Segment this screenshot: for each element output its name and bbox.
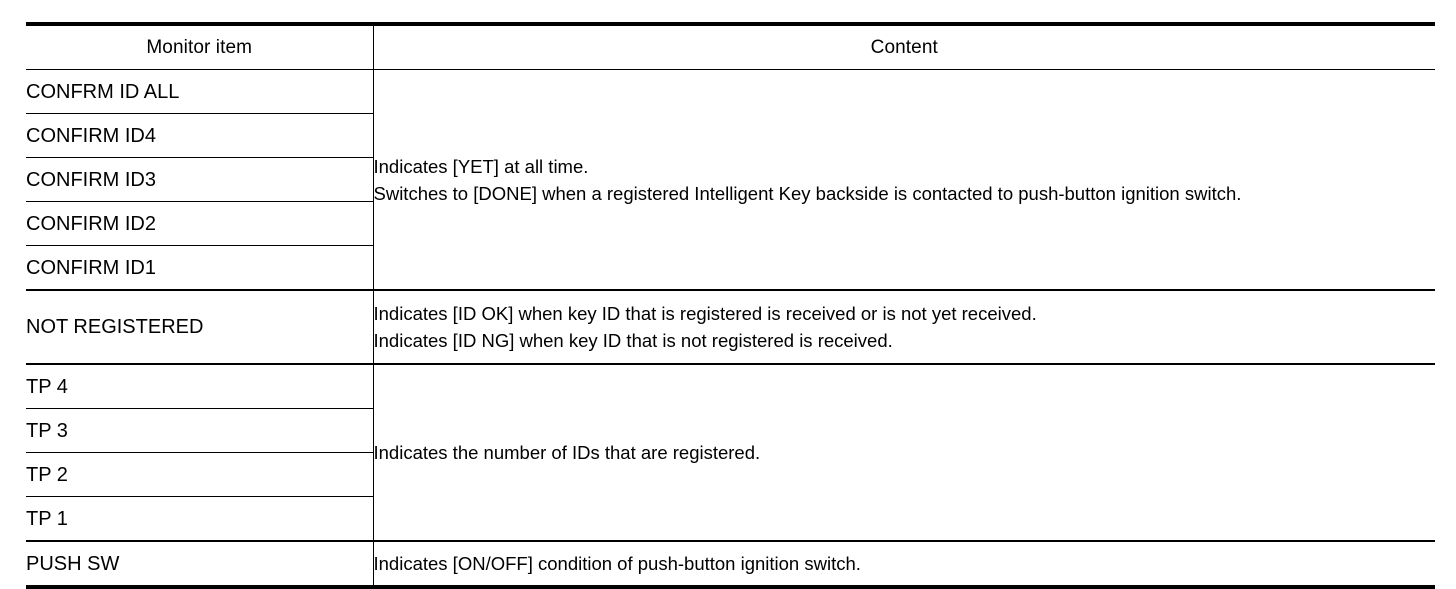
content-not-registered: Indicates [ID OK] when key ID that is re… (372, 290, 1435, 365)
monitor-item-tp-2: TP 2 (26, 452, 373, 497)
monitor-item-tp-3: TP 3 (26, 408, 373, 453)
table-header: Monitor item Content (26, 22, 1435, 70)
table-row: CONFIRM ID3 (26, 157, 1435, 202)
monitor-item-spec-table: Monitor item Content CONFRM ID ALL Indic… (26, 22, 1435, 589)
column-header-content: Content (372, 22, 1435, 70)
table-row: TP 3 (26, 408, 1435, 453)
monitor-item-confirm-id1: CONFIRM ID1 (26, 245, 373, 291)
table-row: CONFIRM ID4 (26, 113, 1435, 158)
content-line: Indicates [YET] at all time. (373, 155, 589, 177)
monitor-item-push-sw: PUSH SW (26, 541, 373, 589)
table-body: CONFRM ID ALL Indicates [YET] at all tim… (26, 69, 1435, 589)
monitor-item-confrm-id-all: CONFRM ID ALL (26, 69, 373, 114)
table-row: NOT REGISTERED Indicates [ID OK] when ke… (26, 290, 1435, 365)
table-row: TP 1 (26, 496, 1435, 542)
content-line: Switches to [DONE] when a registered Int… (373, 182, 1242, 204)
table-header-row: Monitor item Content (26, 22, 1435, 70)
content-push-sw: Indicates [ON/OFF] condition of push-but… (372, 541, 1435, 589)
content-line: Indicates [ID NG] when key ID that is no… (373, 330, 893, 351)
column-header-monitor-item: Monitor item (26, 22, 373, 70)
table-row: CONFRM ID ALL Indicates [YET] at all tim… (26, 69, 1435, 291)
monitor-item-tp-1: TP 1 (26, 496, 373, 542)
table-row: TP 4 Indicates the number of IDs that ar… (26, 364, 1435, 542)
content-line: Indicates the number of IDs that are reg… (373, 442, 761, 463)
table-row: PUSH SW Indicates [ON/OFF] condition of … (26, 541, 1435, 589)
table-row: CONFIRM ID2 (26, 201, 1435, 246)
table-row: CONFIRM ID1 (26, 245, 1435, 291)
table-row: TP 2 (26, 452, 1435, 497)
monitor-item-confirm-id4: CONFIRM ID4 (26, 113, 373, 158)
content-line: Indicates [ON/OFF] condition of push-but… (373, 553, 861, 574)
monitor-item-confirm-id2: CONFIRM ID2 (26, 201, 373, 246)
monitor-item-not-registered: NOT REGISTERED (26, 290, 373, 365)
content-line: Indicates [ID OK] when key ID that is re… (373, 303, 1037, 324)
content-confirm-id: Indicates [YET] at all time. Switches to… (372, 69, 1435, 291)
monitor-item-confirm-id3: CONFIRM ID3 (26, 157, 373, 202)
content-tp: Indicates the number of IDs that are reg… (372, 364, 1435, 542)
monitor-item-tp-4: TP 4 (26, 364, 373, 409)
